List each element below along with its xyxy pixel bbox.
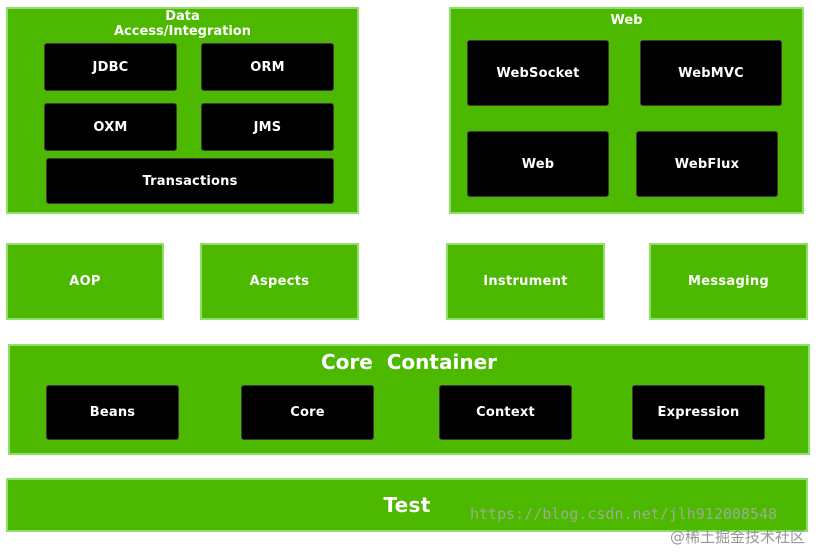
jms-module: JMS xyxy=(201,103,334,151)
watermark-credit: @稀土掘金技术社区 xyxy=(670,528,806,546)
oxm-module: OXM xyxy=(44,103,177,151)
beans-module: Beans xyxy=(46,385,179,440)
test-module: Test xyxy=(6,478,808,532)
context-module: Context xyxy=(439,385,572,440)
expression-module: Expression xyxy=(632,385,765,440)
instrument-label: Instrument xyxy=(483,274,568,289)
data-access-title: Data Access/Integration xyxy=(114,9,251,39)
instrument-module: Instrument xyxy=(446,243,605,320)
web-group: Web WebSocket WebMVC Web WebFlux xyxy=(449,7,804,214)
aspects-module: Aspects xyxy=(200,243,359,320)
aspects-label: Aspects xyxy=(249,274,310,289)
web-module: Web xyxy=(467,131,609,197)
orm-module: ORM xyxy=(201,43,334,91)
aop-module: AOP xyxy=(6,243,164,320)
core-container-title: Core Container xyxy=(320,350,497,374)
data-access-integration-group: Data Access/Integration JDBC ORM OXM JMS… xyxy=(6,7,359,214)
watermark-url: https://blog.csdn.net/jlh912008548 xyxy=(470,505,778,523)
aop-label: AOP xyxy=(69,274,101,289)
jdbc-module: JDBC xyxy=(44,43,177,91)
messaging-module: Messaging xyxy=(649,243,808,320)
messaging-label: Messaging xyxy=(687,274,770,289)
core-container-group: Core Container Beans Core Context Expres… xyxy=(8,344,810,455)
webmvc-module: WebMVC xyxy=(640,40,782,106)
test-label: Test xyxy=(383,493,431,517)
websocket-module: WebSocket xyxy=(467,40,609,106)
webflux-module: WebFlux xyxy=(636,131,778,197)
transactions-module: Transactions xyxy=(46,158,334,204)
core-module: Core xyxy=(241,385,374,440)
web-title: Web xyxy=(610,13,643,28)
